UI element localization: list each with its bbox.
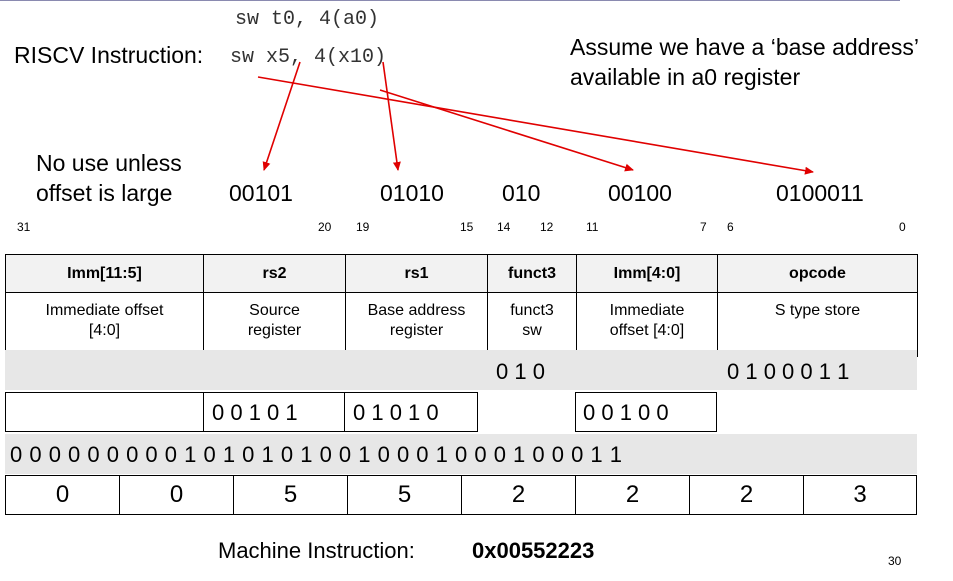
funct3-bits: 010 — [502, 180, 541, 206]
code-line-abi: sw t0, 4(a0) — [235, 8, 380, 31]
rs1-digits: 0 1 0 1 0 — [353, 400, 439, 425]
header-rs2: rs2 — [203, 254, 346, 293]
assume-line-1: Assume we have a ‘base address’ — [570, 34, 920, 60]
hex-digit: 2 — [575, 475, 690, 515]
rs2-bits: 00101 — [229, 180, 293, 206]
machine-instruction-value: 0x00552223 — [472, 538, 595, 563]
hex-digit: 5 — [233, 475, 348, 515]
hex-digit: 2 — [689, 475, 804, 515]
rs1-box — [344, 392, 478, 432]
arrow-rs1 — [382, 61, 401, 171]
hex-digit: 0 — [119, 475, 234, 515]
arrow-imm — [379, 89, 634, 172]
bit-number: 0 — [899, 220, 906, 234]
desc-imm-11-5: Immediate offset[4:0] — [5, 292, 204, 357]
assume-line-2: available in a0 register — [570, 64, 801, 90]
instruction-label: RISCV Instruction: — [14, 42, 204, 68]
s-type-format-table: Imm[11:5] rs2 rs1 funct3 Imm[4:0] opcode… — [5, 254, 918, 357]
opcode-digits: 0 1 0 0 0 1 1 — [727, 359, 850, 384]
bit-number: 11 — [586, 220, 599, 234]
imm-high-box — [5, 392, 204, 432]
instruction-code: sw x5, 4(x10) — [230, 46, 387, 69]
note-line-1: No use unless — [36, 150, 182, 176]
note-line-2: offset is large — [36, 180, 173, 206]
bit-number: 7 — [700, 220, 707, 234]
hex-digit: 5 — [347, 475, 462, 515]
bit-number: 6 — [727, 220, 734, 234]
imm-low-box — [575, 392, 717, 432]
header-funct3: funct3 — [487, 254, 577, 293]
bit-number: 14 — [497, 220, 511, 234]
funct3-digits: 0 1 0 — [496, 359, 545, 384]
field-header-row: Imm[11:5] rs2 rs1 funct3 Imm[4:0] opcode — [5, 254, 918, 293]
top-rule — [0, 0, 900, 1]
hex-digit: 3 — [803, 475, 917, 515]
bit-number: 31 — [17, 220, 31, 234]
bit-number: 12 — [540, 220, 554, 234]
machine-instruction-label: Machine Instruction: — [218, 538, 415, 563]
rs2-digits: 0 0 1 0 1 — [212, 400, 298, 425]
full-binary-row — [5, 434, 917, 474]
full-binary-digits: 0 0 0 0 0 0 0 0 0 1 0 1 0 1 0 1 0 0 1 0 … — [10, 442, 623, 467]
arrow-opcode — [257, 76, 814, 175]
imm-low-digits: 0 0 1 0 0 — [583, 400, 669, 425]
opcode-bits: 0100011 — [776, 180, 864, 206]
imm-bits: 00100 — [608, 180, 672, 206]
arrow-rs2 — [262, 61, 301, 171]
header-opcode: opcode — [717, 254, 918, 293]
header-imm-4-0: Imm[4:0] — [576, 254, 718, 293]
header-rs1: rs1 — [345, 254, 488, 293]
page-number: 30 — [888, 554, 902, 568]
bit-number: 20 — [318, 220, 332, 234]
header-imm-11-5: Imm[11:5] — [5, 254, 204, 293]
hex-digit: 2 — [461, 475, 576, 515]
bit-number: 15 — [460, 220, 474, 234]
bit-number: 19 — [356, 220, 370, 234]
hex-digit: 0 — [5, 475, 120, 515]
constant-fields-row — [5, 350, 917, 390]
rs1-bits: 01010 — [380, 180, 444, 206]
desc-opcode: S type store — [717, 292, 918, 357]
